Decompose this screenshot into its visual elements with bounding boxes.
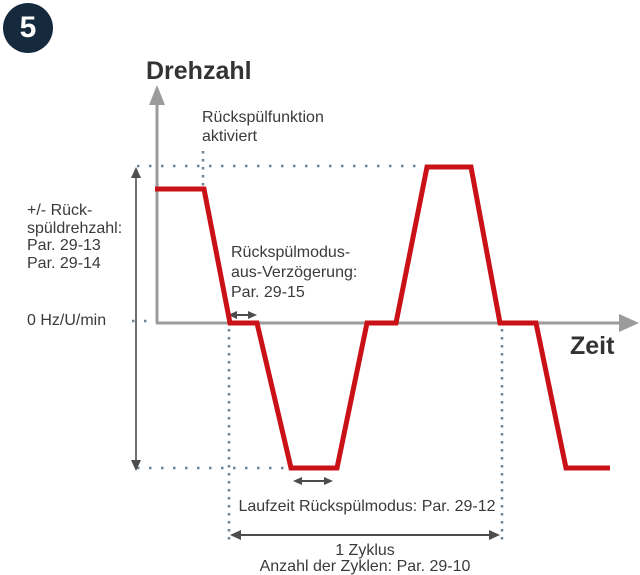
cycle-label: 1 Zyklus	[335, 542, 395, 559]
cycle-arrow-left-icon	[230, 530, 241, 540]
off-delay-label-line: Par. 29-15	[231, 284, 305, 301]
delay-arrow-left-icon	[228, 311, 237, 319]
off-delay-label: Rückspülmodus- aus-Verzögerung: Par. 29-…	[231, 243, 357, 303]
x-axis-label: Zeit	[570, 332, 615, 360]
activation-label-line: Rückspülfunktion	[202, 109, 324, 126]
runtime-label: Laufzeit Rückspülmodus: Par. 29-12	[238, 498, 496, 515]
speed-range-arrow-up-icon	[131, 167, 141, 178]
y-axis-arrowhead-icon	[149, 85, 165, 105]
off-delay-label-line: Rückspülmodus-	[231, 244, 351, 261]
backflush-speed-label: +/- Rück- spüldrehzahl: Par. 29-13 Par. …	[27, 202, 122, 272]
y-axis-label: Drehzahl	[146, 57, 252, 85]
activation-label: Rückspülfunktion aktiviert	[202, 108, 324, 146]
backflush-speed-label-line: spüldrehzahl:	[27, 219, 123, 237]
activation-label-line: aktiviert	[202, 128, 258, 145]
speed-range-arrow-down-icon	[131, 460, 141, 471]
off-delay-label-line: aus-Verzögerung:	[231, 264, 358, 281]
speed-waveform	[155, 164, 610, 471]
backflush-speed-label-line: +/- Rück-	[27, 202, 93, 219]
delay-arrow-right-icon	[248, 311, 257, 319]
figure-number-badge: 5	[3, 3, 53, 53]
backflush-speed-label-line: Par. 29-13	[27, 237, 101, 254]
cycle-count-label: Anzahl der Zyklen: Par. 29-10	[259, 558, 471, 575]
runtime-arrow-right-icon	[324, 477, 333, 485]
zero-speed-label: 0 Hz/U/min	[27, 312, 107, 329]
x-axis-arrowhead-icon	[619, 314, 639, 332]
backflush-speed-label-line: Par. 29-14	[27, 254, 101, 272]
runtime-arrow-left-icon	[293, 477, 302, 485]
cycle-arrow-right-icon	[489, 530, 500, 540]
